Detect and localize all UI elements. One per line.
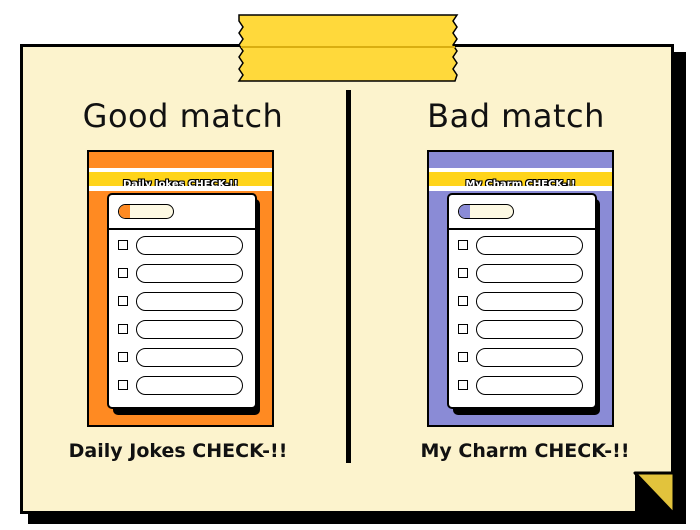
checklist-panel [107,193,257,409]
checkbox[interactable] [458,296,468,306]
daily-jokes-card: Daily Jokes CHECK-!! [87,150,274,427]
my-charm-caption: My Charm CHECK-!! [420,440,630,462]
checkbox[interactable] [458,380,468,390]
checkbox[interactable] [458,240,468,250]
card-title-banner: My Charm CHECK-!! [429,172,612,190]
item-field[interactable] [136,320,243,339]
checklist-item [458,348,588,368]
checkbox[interactable] [118,380,128,390]
checklist-item [118,264,248,284]
progress-fill [119,205,130,218]
checkbox[interactable] [118,324,128,334]
checkbox[interactable] [118,296,128,306]
checkbox[interactable] [458,324,468,334]
checkbox[interactable] [458,352,468,362]
item-field[interactable] [476,264,583,283]
checklist-item [118,376,248,396]
bad-match-heading: Bad match [427,97,605,135]
item-field[interactable] [136,236,243,255]
tape-strip [237,14,459,82]
card-title: My Charm CHECK-!! [465,179,576,190]
checklist-item [118,292,248,312]
progress-bar [458,204,514,219]
card-title-banner: Daily Jokes CHECK-!! [89,172,272,190]
item-field[interactable] [476,348,583,367]
checklist-item [458,236,588,256]
item-field[interactable] [476,236,583,255]
good-match-heading: Good match [82,97,284,135]
item-field[interactable] [136,376,243,395]
checklist-item [118,320,248,340]
checkbox[interactable] [458,268,468,278]
checklist-panel [447,193,597,409]
checklist-item [458,264,588,284]
my-charm-card: My Charm CHECK-!! [427,150,614,427]
checklist-item [458,376,588,396]
item-field[interactable] [136,292,243,311]
page-fold-corner [633,471,676,516]
item-field[interactable] [476,376,583,395]
center-divider [346,90,351,463]
checklist-item [458,292,588,312]
progress-fill [459,205,470,218]
item-field[interactable] [476,292,583,311]
item-field[interactable] [136,264,243,283]
checkbox[interactable] [118,268,128,278]
card-title: Daily Jokes CHECK-!! [122,179,239,190]
daily-jokes-caption: Daily Jokes CHECK-!! [68,440,288,462]
progress-bar [118,204,174,219]
item-field[interactable] [136,348,243,367]
checklist-item [118,348,248,368]
checklist-item [458,320,588,340]
item-field[interactable] [476,320,583,339]
checklist-item [118,236,248,256]
checkbox[interactable] [118,352,128,362]
checkbox[interactable] [118,240,128,250]
